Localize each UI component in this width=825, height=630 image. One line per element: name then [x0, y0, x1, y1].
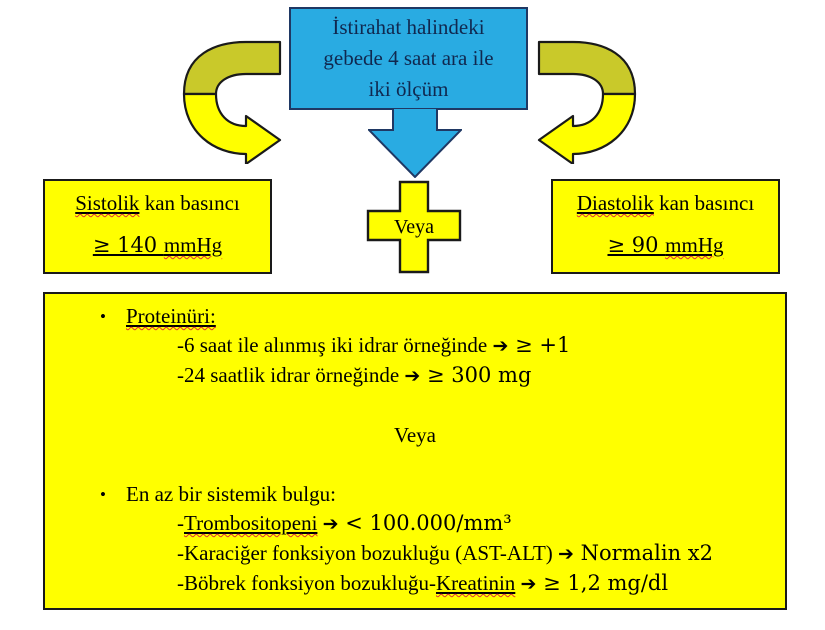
- diastolic-bp-title-word: Diastolik: [576, 191, 654, 215]
- criteria-item-text: -24 saatlik idrar örneğinde: [177, 363, 405, 387]
- diastolic-bp-box: Diastolik kan basıncı ≥ 90 mmHg: [551, 179, 780, 274]
- criteria-item: -24 saatlik idrar örneğinde ➔ ≥ 300 mg: [45, 361, 785, 391]
- criteria-item: -Böbrek fonksiyon bozukluğu-Kreatinin ➔ …: [45, 569, 785, 599]
- criteria-item-term: Trombositopeni: [184, 511, 318, 535]
- criteria-group-heading-row: • Proteinüri:: [45, 302, 785, 331]
- systolic-bp-title: Sistolik kan basıncı: [49, 191, 266, 216]
- criteria-item-value: < 100.000/mm³: [338, 511, 512, 535]
- diastolic-bp-threshold: ≥ 90: [607, 233, 666, 257]
- title-box-line-3: iki ölçüm: [368, 77, 449, 101]
- criteria-item-text: Böbrek fonksiyon bozukluğu-: [184, 571, 436, 595]
- criteria-item: -6 saat ile alınmış iki idrar örneğinde …: [45, 331, 785, 361]
- criteria-group-2-heading: En az bir sistemik bulgu:: [126, 482, 336, 506]
- criteria-item-dash: -: [177, 571, 184, 595]
- arrow-icon: ➔: [404, 365, 421, 387]
- criteria-group-1-heading: Proteinüri:: [126, 304, 216, 328]
- arrow-icon: ➔: [558, 543, 574, 565]
- systolic-bp-title-rest: kan basıncı: [139, 191, 240, 215]
- curved-arrow-left-icon: [176, 36, 288, 166]
- bullet-icon: •: [100, 485, 106, 504]
- diastolic-bp-value: ≥ 90 mmHg: [557, 233, 774, 258]
- criteria-item-value: Normalin x2: [573, 541, 713, 565]
- criteria-item-dash: -: [177, 511, 184, 535]
- diastolic-bp-unit: mmHg: [665, 233, 724, 257]
- criteria-separator-label: Veya: [394, 423, 436, 447]
- systolic-bp-value: ≥ 140 mmHg: [49, 233, 266, 258]
- systolic-bp-unit: mmHg: [163, 233, 223, 257]
- criteria-panel: • Proteinüri: -6 saat ile alınmış iki id…: [43, 292, 787, 610]
- criteria-group-heading-row: • En az bir sistemik bulgu:: [45, 480, 785, 509]
- systolic-bp-threshold: ≥ 140: [92, 233, 164, 257]
- criteria-item-value: ≥ 1,2 mg/dl: [536, 571, 669, 595]
- systolic-bp-title-word: Sistolik: [75, 191, 140, 215]
- bullet-icon: •: [100, 307, 106, 326]
- title-box: İstirahat halindeki gebede 4 saat ara il…: [289, 7, 528, 110]
- systolic-bp-box: Sistolik kan basıncı ≥ 140 mmHg: [43, 179, 272, 274]
- criteria-item-dash: -: [177, 541, 184, 565]
- criteria-item: -Karaciğer fonksiyon bozukluğu (AST-ALT)…: [45, 539, 785, 569]
- criteria-item-value: ≥ 300 mg: [420, 363, 532, 387]
- criteria-item-text: Karaciğer fonksiyon bozukluğu (AST-ALT): [184, 541, 559, 565]
- criteria-item-value: ≥ +1: [508, 333, 571, 357]
- title-box-line-2: gebede 4 saat ara ile: [323, 46, 494, 70]
- criteria-item-text: -6 saat ile alınmış iki idrar örneğinde: [177, 333, 493, 357]
- curved-arrow-right-icon: [531, 36, 643, 166]
- criteria-item: -Trombositopeni ➔ < 100.000/mm³: [45, 509, 785, 539]
- title-box-line-1: İstirahat halindeki: [332, 15, 485, 39]
- diastolic-bp-title-rest: kan basıncı: [653, 191, 755, 215]
- down-arrow-icon: [366, 107, 464, 179]
- diastolic-bp-title: Diastolik kan basıncı: [557, 191, 774, 216]
- arrow-icon: ➔: [520, 573, 537, 595]
- plus-connector: Veya: [366, 180, 462, 274]
- arrow-icon: ➔: [322, 513, 339, 535]
- arrow-icon: ➔: [492, 335, 509, 357]
- criteria-item-term: Kreatinin: [435, 571, 516, 595]
